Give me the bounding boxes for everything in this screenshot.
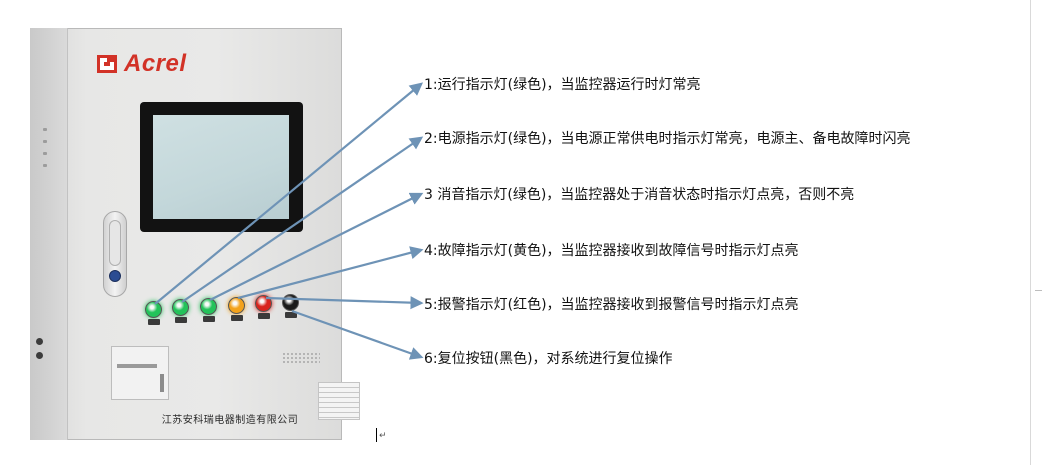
run-indicator-lamp (145, 301, 162, 318)
lamp-label-tag (203, 316, 215, 322)
brand-name: Acrel (124, 50, 187, 77)
speaker-grille (282, 352, 320, 364)
text-cursor (376, 428, 377, 442)
callout-label-6: 6:复位按钮(黑色)，对系统进行复位操作 (424, 351, 673, 367)
device-nameplate (318, 382, 360, 420)
lamp-label-tag (231, 315, 243, 321)
manufacturer-name: 江苏安科瑞电器制造有限公司 (161, 415, 299, 426)
brand-logo: Acrel (96, 50, 187, 78)
callout-label-3: 3 消音指示灯(绿色)，当监控器处于消音状态时指示灯点亮，否则不亮 (424, 187, 855, 203)
lamp-label-tag (285, 312, 297, 318)
printer-feed-button (160, 374, 164, 392)
monitor-cabinet (30, 28, 342, 440)
door-handle-grip (109, 220, 121, 266)
callout-arrow-5 (265, 296, 424, 310)
side-port (36, 338, 43, 345)
receipt-printer (111, 346, 169, 400)
paragraph-mark: ↵ (379, 431, 387, 441)
callout-label-1: 1:运行指示灯(绿色)，当监控器运行时灯常亮 (424, 77, 701, 93)
callout-arrow-4 (237, 246, 424, 300)
power-indicator-lamp (172, 299, 189, 316)
callout-arrow-3 (209, 192, 424, 301)
lock-icon (109, 270, 121, 282)
vertical-scrollbar[interactable] (1030, 0, 1042, 465)
fault-indicator-lamp (228, 297, 245, 314)
alarm-indicator-lamp (255, 295, 272, 312)
callout-label-4: 4:故障指示灯(黄色)，当监控器接收到故障信号时指示灯点亮 (424, 243, 799, 259)
lamp-label-tag (148, 319, 160, 325)
acrel-logo-icon (97, 55, 117, 73)
printer-paper-slot (117, 364, 157, 368)
side-port (36, 352, 43, 359)
lamp-label-tag (258, 313, 270, 319)
cabinet-side-panel (30, 28, 68, 440)
lamp-label-tag (175, 317, 187, 323)
callout-label-2: 2:电源指示灯(绿色)，当电源正常供电时指示灯常亮，电源主、备电故障时闪亮 (424, 131, 911, 147)
callout-arrow-1 (154, 82, 424, 305)
lcd-display (153, 115, 289, 219)
callout-arrow-2 (181, 136, 424, 303)
side-vents (43, 128, 47, 168)
callout-arrow-6 (291, 309, 424, 360)
scrollbar-tick (1035, 290, 1042, 291)
callout-label-5: 5:报警指示灯(红色)，当监控器接收到报警信号时指示灯点亮 (424, 297, 799, 313)
mute-indicator-lamp (200, 298, 217, 315)
